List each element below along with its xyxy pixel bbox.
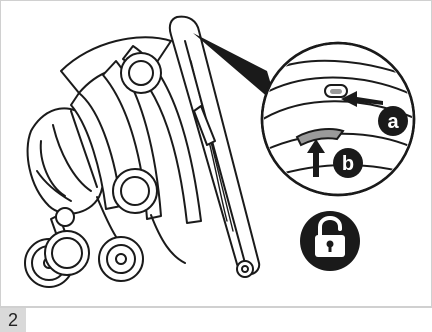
step-number: 2 [0, 308, 26, 332]
svg-text:a: a [387, 111, 399, 133]
detail-magnifier [260, 41, 416, 197]
folded-stroller [24, 15, 261, 288]
step-footer: 2 [0, 307, 432, 332]
handlebar-tube [168, 15, 261, 276]
front-wheel-pivot [55, 207, 75, 227]
fold-latch [193, 105, 216, 146]
zoom-wedge [193, 33, 277, 105]
svg-text:b: b [342, 153, 354, 175]
unlocked-padlock-icon [300, 211, 360, 271]
callout-a-badge: a [378, 106, 408, 136]
arrow-a [341, 91, 383, 107]
illustration-frame: a b [0, 0, 432, 307]
folded-stroller-diagram: a b [24, 15, 416, 288]
frame-tube-mid [70, 92, 122, 210]
arrow-b [307, 139, 325, 177]
callout-b-badge: b [333, 148, 363, 178]
